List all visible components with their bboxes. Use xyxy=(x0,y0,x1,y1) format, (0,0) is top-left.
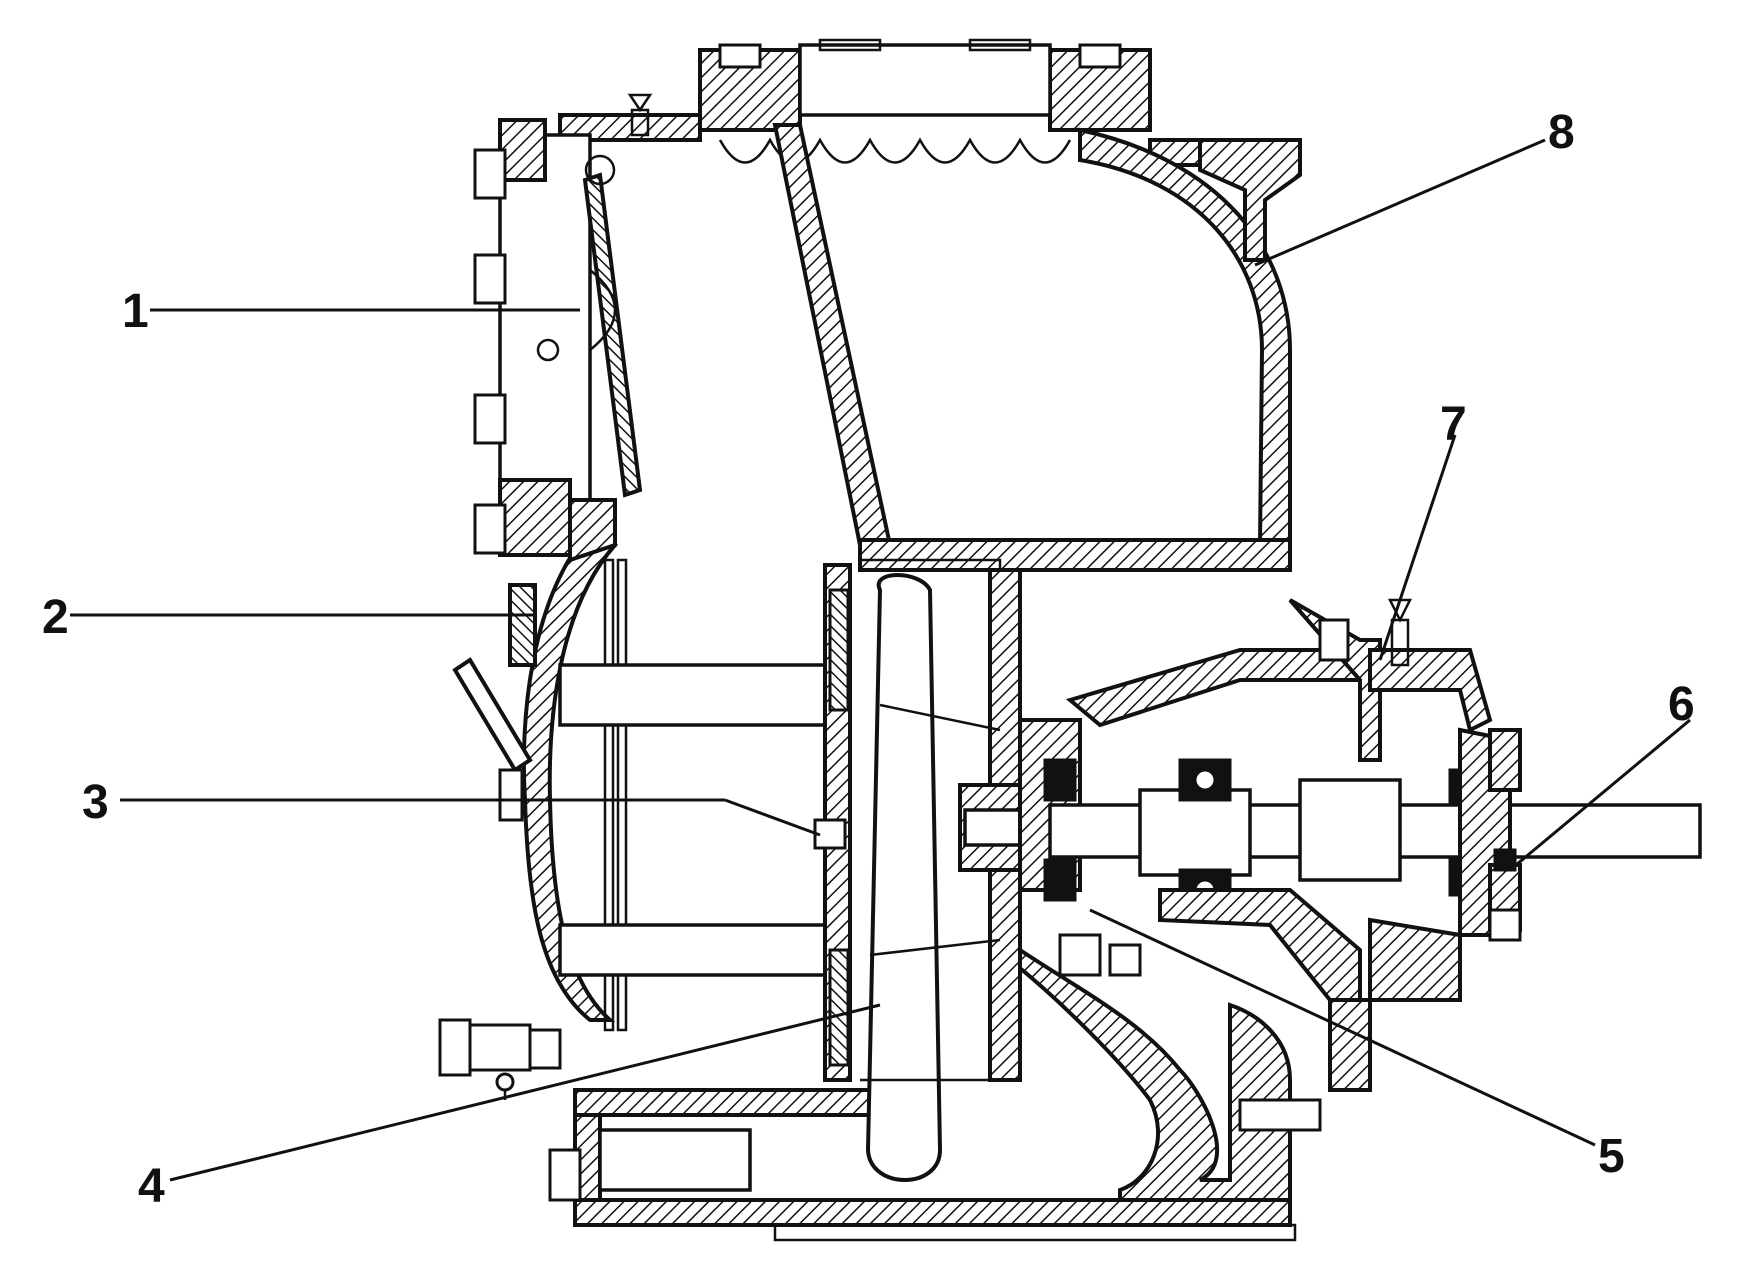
callout-7: 7 xyxy=(1440,398,1467,451)
seal-and-bearing-housing xyxy=(1018,598,1702,1092)
upper-casing xyxy=(558,113,1302,572)
callout-5: 5 xyxy=(1598,1130,1625,1183)
leader-8 xyxy=(1254,138,1546,267)
callout-leaders xyxy=(70,138,1691,1182)
leader-6 xyxy=(1509,718,1691,872)
callout-6: 6 xyxy=(1668,678,1695,731)
callout-8: 8 xyxy=(1548,106,1575,159)
callout-1: 1 xyxy=(122,285,149,338)
left-fittings xyxy=(438,583,847,1100)
callout-labels: 1 2 3 4 5 6 7 8 xyxy=(42,106,1695,1213)
impeller xyxy=(860,558,1068,1182)
top-inlet-flange xyxy=(698,38,1152,132)
leader-4 xyxy=(169,1003,881,1182)
callout-3: 3 xyxy=(82,776,109,829)
leader-5 xyxy=(1089,908,1596,1147)
callout-4: 4 xyxy=(138,1160,165,1213)
callout-2: 2 xyxy=(42,591,69,644)
flap-valve-cover xyxy=(473,93,653,557)
leader-3b xyxy=(724,798,821,837)
leader-7 xyxy=(1378,434,1457,661)
